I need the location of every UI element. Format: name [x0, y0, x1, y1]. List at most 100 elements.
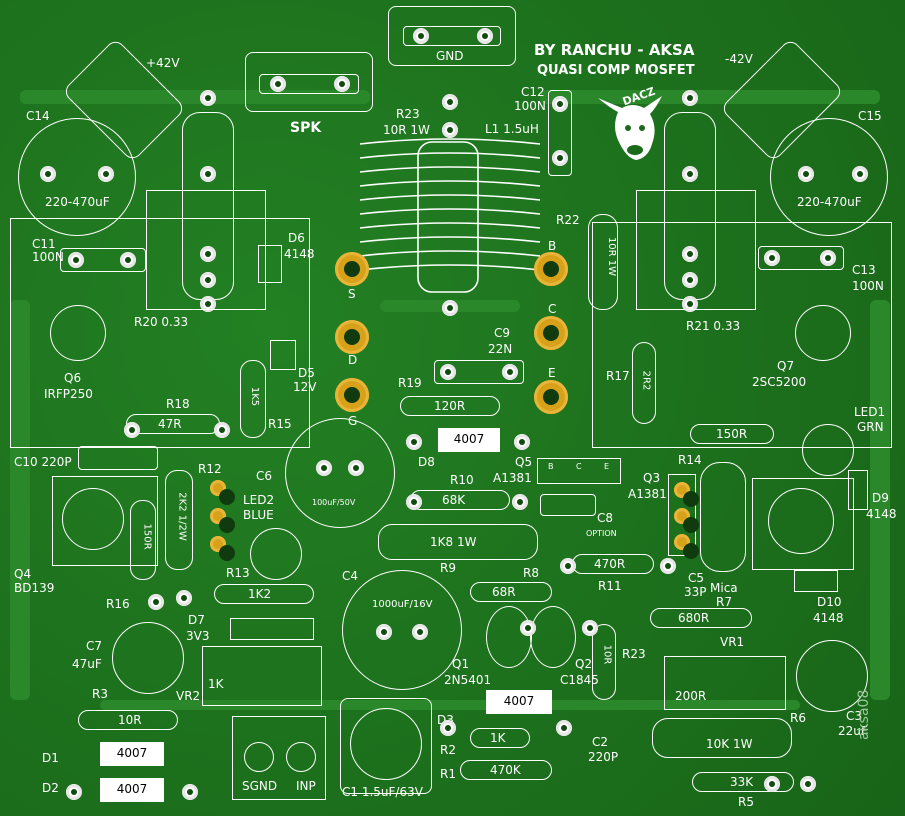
- q7-label: Q7: [777, 359, 795, 373]
- r23-top-label: R23: [396, 107, 420, 121]
- r8-label: R8: [523, 566, 539, 580]
- c15-capacitor: [770, 118, 888, 236]
- c7-capacitor: [112, 622, 184, 694]
- c6-label: C6: [256, 469, 273, 483]
- r10r-value: 10R: [118, 713, 142, 727]
- pad-s-label: S: [348, 287, 356, 301]
- r17-label: R17: [606, 369, 630, 383]
- vr1-value: 200R: [675, 689, 707, 703]
- pad-emitter[interactable]: [534, 380, 568, 414]
- r23-label: R23: [622, 647, 646, 661]
- led2-label: LED2: [243, 493, 275, 507]
- c6-value: 100uF/50V: [312, 498, 356, 507]
- r470-value: 470R: [594, 557, 626, 571]
- pad-base[interactable]: [534, 252, 568, 286]
- c8-label: C8: [597, 511, 614, 525]
- q6-value: IRFP250: [44, 387, 93, 401]
- r14-label: R14: [678, 453, 702, 467]
- d1-label: D1: [42, 751, 59, 765]
- vr2-value: 1K: [208, 677, 224, 691]
- pad-e-label: E: [548, 366, 556, 380]
- d5-value: 12V: [293, 380, 317, 394]
- c2-label: C2: [592, 735, 609, 749]
- r11-label: R11: [598, 579, 622, 593]
- c2-value: 220P: [588, 750, 619, 764]
- sgnd-label: SGND: [242, 779, 278, 793]
- l1-label: L1 1.5uH: [485, 122, 539, 136]
- vr2-trimmer[interactable]: [202, 646, 322, 706]
- r680-value: 680R: [678, 611, 710, 625]
- pad-drain[interactable]: [335, 320, 369, 354]
- q7-value: 2SC5200: [752, 375, 807, 389]
- pad-collector[interactable]: [534, 316, 568, 350]
- c3-label: C3: [846, 709, 863, 723]
- c3-capacitor: [796, 640, 868, 712]
- c7-label: C7: [86, 639, 103, 653]
- gnd-connector[interactable]: [388, 6, 516, 66]
- inp-label: INP: [296, 779, 316, 793]
- c14-value: 220-470uF: [45, 195, 110, 209]
- minus42v-label: -42V: [725, 52, 753, 66]
- q4-box: [52, 476, 158, 566]
- d9-label: D9: [872, 491, 889, 505]
- q5-value: A1381: [493, 471, 532, 485]
- r10-label: R10: [450, 473, 474, 487]
- led1-value: GRN: [857, 420, 884, 434]
- pad-gate[interactable]: [335, 378, 369, 412]
- r19-value: 120R: [434, 399, 466, 413]
- c12-value: 100N: [514, 99, 546, 113]
- gnd-label: GND: [436, 49, 464, 63]
- r33k-value: 33K: [730, 775, 754, 789]
- d6-label: D6: [288, 231, 305, 245]
- c11-value: 100N: [32, 250, 64, 264]
- c3-value: 22uF: [838, 724, 868, 738]
- d3-diode: 4007: [486, 690, 552, 714]
- spk-label: SPK: [290, 120, 322, 136]
- r22-value: 10R 1W: [606, 236, 618, 277]
- board-title: BY RANCHU - AKSA: [534, 41, 695, 59]
- c14-label: C14: [26, 109, 50, 123]
- c9-label: C9: [494, 326, 511, 340]
- d10-value: 4148: [813, 611, 844, 625]
- r13-label: R13: [226, 566, 250, 580]
- r1k-value: 1K: [490, 731, 506, 745]
- r19-label: R19: [398, 376, 422, 390]
- r1k2-value: 1K2: [248, 587, 272, 601]
- c7-value: 47uF: [72, 657, 102, 671]
- pad-source[interactable]: [335, 252, 369, 286]
- c5-value: 33P: [684, 585, 707, 599]
- q4-value: BD139: [14, 581, 55, 595]
- r470k-value: 470K: [490, 763, 521, 777]
- input-connector[interactable]: [232, 716, 326, 800]
- c5-label: C5: [688, 571, 705, 585]
- board-subtitle: QUASI COMP MOSFET: [537, 63, 695, 78]
- q7-heatsink-outline: [592, 222, 892, 448]
- c11-label: C11: [32, 237, 56, 251]
- c9-value: 22N: [488, 342, 513, 356]
- r15-label: R15: [268, 417, 292, 431]
- q6-label: Q6: [64, 371, 82, 385]
- vr2-label: VR2: [176, 689, 201, 703]
- q5-e: E: [604, 462, 610, 471]
- r21-label: R21 0.33: [686, 319, 741, 333]
- r2-label: R2: [440, 743, 456, 757]
- r17-value: 2R2: [640, 370, 652, 391]
- q2-label: Q2: [575, 657, 593, 671]
- r12-label: R12: [198, 462, 222, 476]
- c13-label: C13: [852, 263, 876, 277]
- r15-value: 1K5: [249, 386, 261, 407]
- c12-label: C12: [521, 85, 545, 99]
- c4-value: 1000uF/16V: [372, 599, 433, 610]
- q1-value: 2N5401: [444, 673, 492, 687]
- c15-value: 220-470uF: [797, 195, 862, 209]
- r10k-value: 10K 1W: [706, 737, 753, 751]
- vr1-label: VR1: [720, 635, 745, 649]
- spk-connector[interactable]: [245, 52, 373, 112]
- l1-coil-icon: [359, 138, 541, 293]
- q5-label: Q5: [515, 455, 533, 469]
- d6-value: 4148: [284, 247, 315, 261]
- r18-value: 47R: [158, 417, 182, 431]
- vr1-trimmer[interactable]: [664, 656, 786, 710]
- q3-value: A1381: [628, 487, 667, 501]
